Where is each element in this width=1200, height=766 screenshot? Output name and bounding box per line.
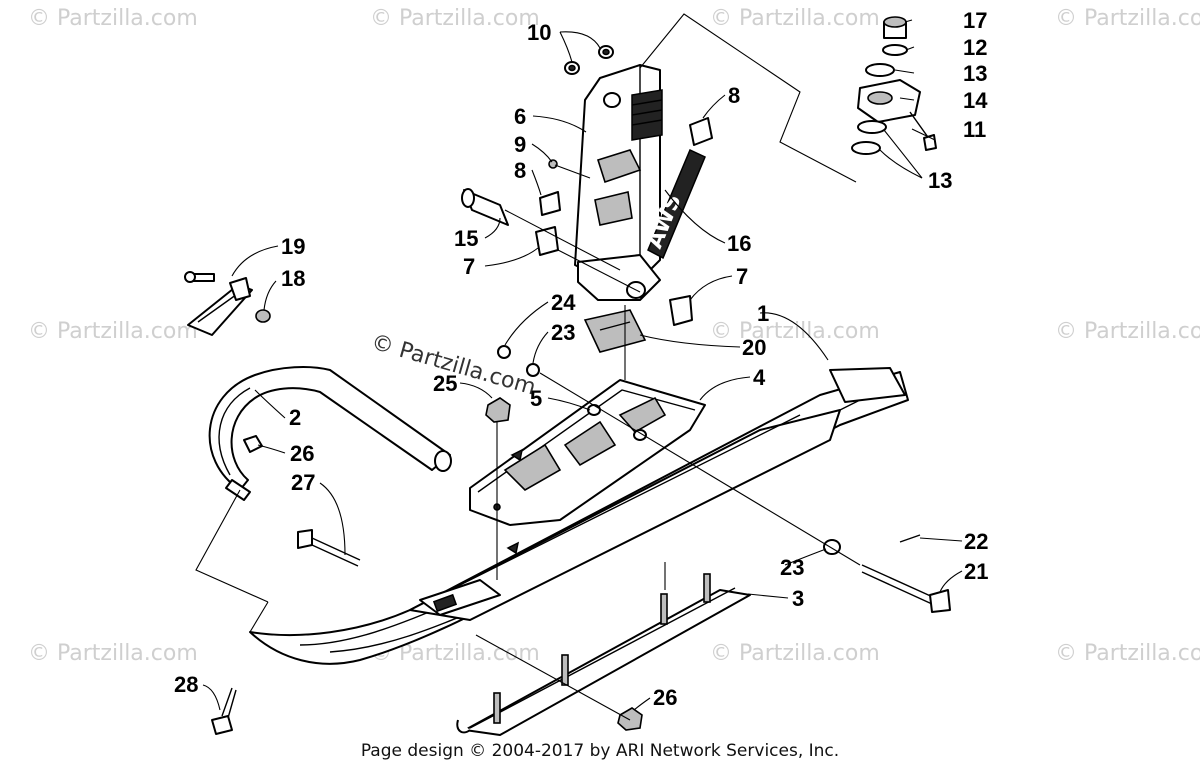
ski-saddle [469,379,706,580]
watermark: © Partzilla.com [28,641,198,666]
callout-20[interactable]: 20 [742,335,766,360]
callout-labels: 10 17 12 13 14 11 13 8 6 9 8 16 15 7 7 1… [174,8,988,710]
callout-13[interactable]: 13 [963,61,987,86]
callout-10[interactable]: 10 [527,20,551,45]
callout-6[interactable]: 6 [514,104,526,129]
callout-7[interactable]: 7 [736,264,748,289]
callout-4[interactable]: 4 [753,365,766,390]
watermark: © Partzilla.com [370,6,540,31]
callout-27[interactable]: 27 [291,470,315,495]
callout-18[interactable]: 18 [281,266,305,291]
watermark: © Partzilla.com [710,641,880,666]
callout-26[interactable]: 26 [290,441,314,466]
callout-24[interactable]: 24 [551,290,576,315]
callout-19[interactable]: 19 [281,234,305,259]
watermarks: © Partzilla.com © Partzilla.com © Partzi… [28,6,1200,666]
watermark: © Partzilla.com [1055,319,1200,344]
callout-22[interactable]: 22 [964,529,988,554]
callout-21[interactable]: 21 [964,559,988,584]
assembly-lines [195,13,861,721]
ski-loop [208,366,452,501]
callout-leaders [202,19,963,711]
watermark: © Partzilla.com [710,6,880,31]
callout-23[interactable]: 23 [780,555,804,580]
hardware [211,16,951,735]
copyright-footer: Page design © 2004-2017 by ARI Network S… [361,741,839,761]
watermark: © Partzilla.com [28,319,198,344]
callout-17[interactable]: 17 [963,8,987,33]
spindle [574,64,663,301]
callout-8[interactable]: 8 [728,83,740,108]
watermark: © Partzilla.com [1055,641,1200,666]
callout-9[interactable]: 9 [514,132,526,157]
ski [249,367,909,665]
callout-28[interactable]: 28 [174,672,198,697]
watermark: © Partzilla.com [710,319,880,344]
callout-12[interactable]: 12 [963,35,987,60]
callout-15[interactable]: 15 [454,226,478,251]
callout-26[interactable]: 26 [653,685,677,710]
callout-23[interactable]: 23 [551,320,575,345]
bracket [184,271,271,336]
callout-2[interactable]: 2 [289,405,301,430]
callout-8[interactable]: 8 [514,158,526,183]
callout-7[interactable]: 7 [463,254,475,279]
callout-1[interactable]: 1 [757,301,769,326]
callout-13[interactable]: 13 [928,168,952,193]
callout-14[interactable]: 14 [963,88,988,113]
callout-11[interactable]: 11 [963,117,986,142]
callout-16[interactable]: 16 [727,231,751,256]
watermark: © Partzilla.com [28,6,198,31]
callout-5[interactable]: 5 [530,386,542,411]
callout-3[interactable]: 3 [792,586,804,611]
callout-25[interactable]: 25 [433,371,457,396]
watermark: © Partzilla.com [1055,6,1200,31]
wear-bar [456,573,751,736]
